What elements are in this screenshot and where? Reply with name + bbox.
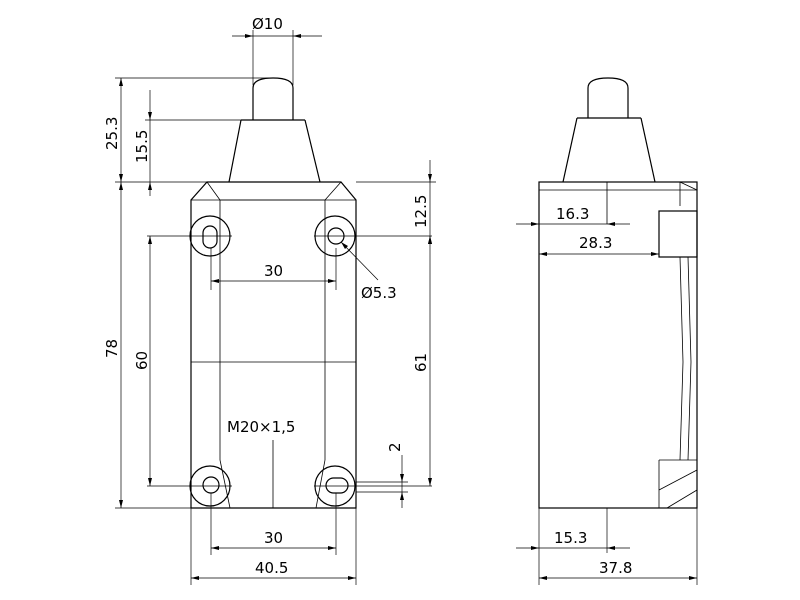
- dim-hole-diameter: Ø5.3: [361, 284, 397, 302]
- side-actuator-block: [658, 210, 698, 258]
- dim-plunger-offset: 16.3: [556, 205, 589, 223]
- dim-cone-height: 15.5: [133, 130, 151, 163]
- dim-hole-spacing-left: 60: [133, 351, 151, 370]
- dim-slot-offset: 2: [386, 442, 404, 452]
- side-view: [538, 77, 698, 509]
- dim-hole-spacing-top: 30: [264, 262, 283, 280]
- dim-plunger-height: 25.3: [103, 117, 121, 150]
- front-view: [147, 77, 432, 555]
- dim-hole-spacing-bottom: 30: [264, 529, 283, 547]
- dim-hole-spacing-right: 61: [412, 353, 430, 372]
- plunger-tip: [252, 77, 294, 120]
- side-view-dimensions: 16.3 28.3 15.3 37.8: [516, 205, 698, 585]
- dim-body-height: 78: [103, 339, 121, 358]
- mount-hole-top-left: [202, 225, 218, 249]
- thread-label: M20×1,5: [227, 418, 295, 436]
- side-body: [538, 181, 698, 509]
- dim-actuator-offset: 28.3: [579, 234, 612, 252]
- dim-bottom-offset: 15.3: [554, 529, 587, 547]
- dim-plunger-diameter: Ø10: [252, 15, 283, 33]
- plunger-cone: [228, 119, 321, 183]
- dim-top-hole-offset: 12.5: [412, 195, 430, 228]
- mount-hole-bottom-left: [202, 476, 220, 494]
- dim-body-width: 40.5: [255, 559, 288, 577]
- switch-body: [190, 181, 357, 509]
- mount-hole-bottom-right: [325, 477, 349, 494]
- dim-body-depth: 37.8: [599, 559, 632, 577]
- side-plunger-tip: [587, 77, 629, 118]
- front-view-dimensions: Ø10 25.3 15.5 78 60 12.5: [103, 15, 436, 585]
